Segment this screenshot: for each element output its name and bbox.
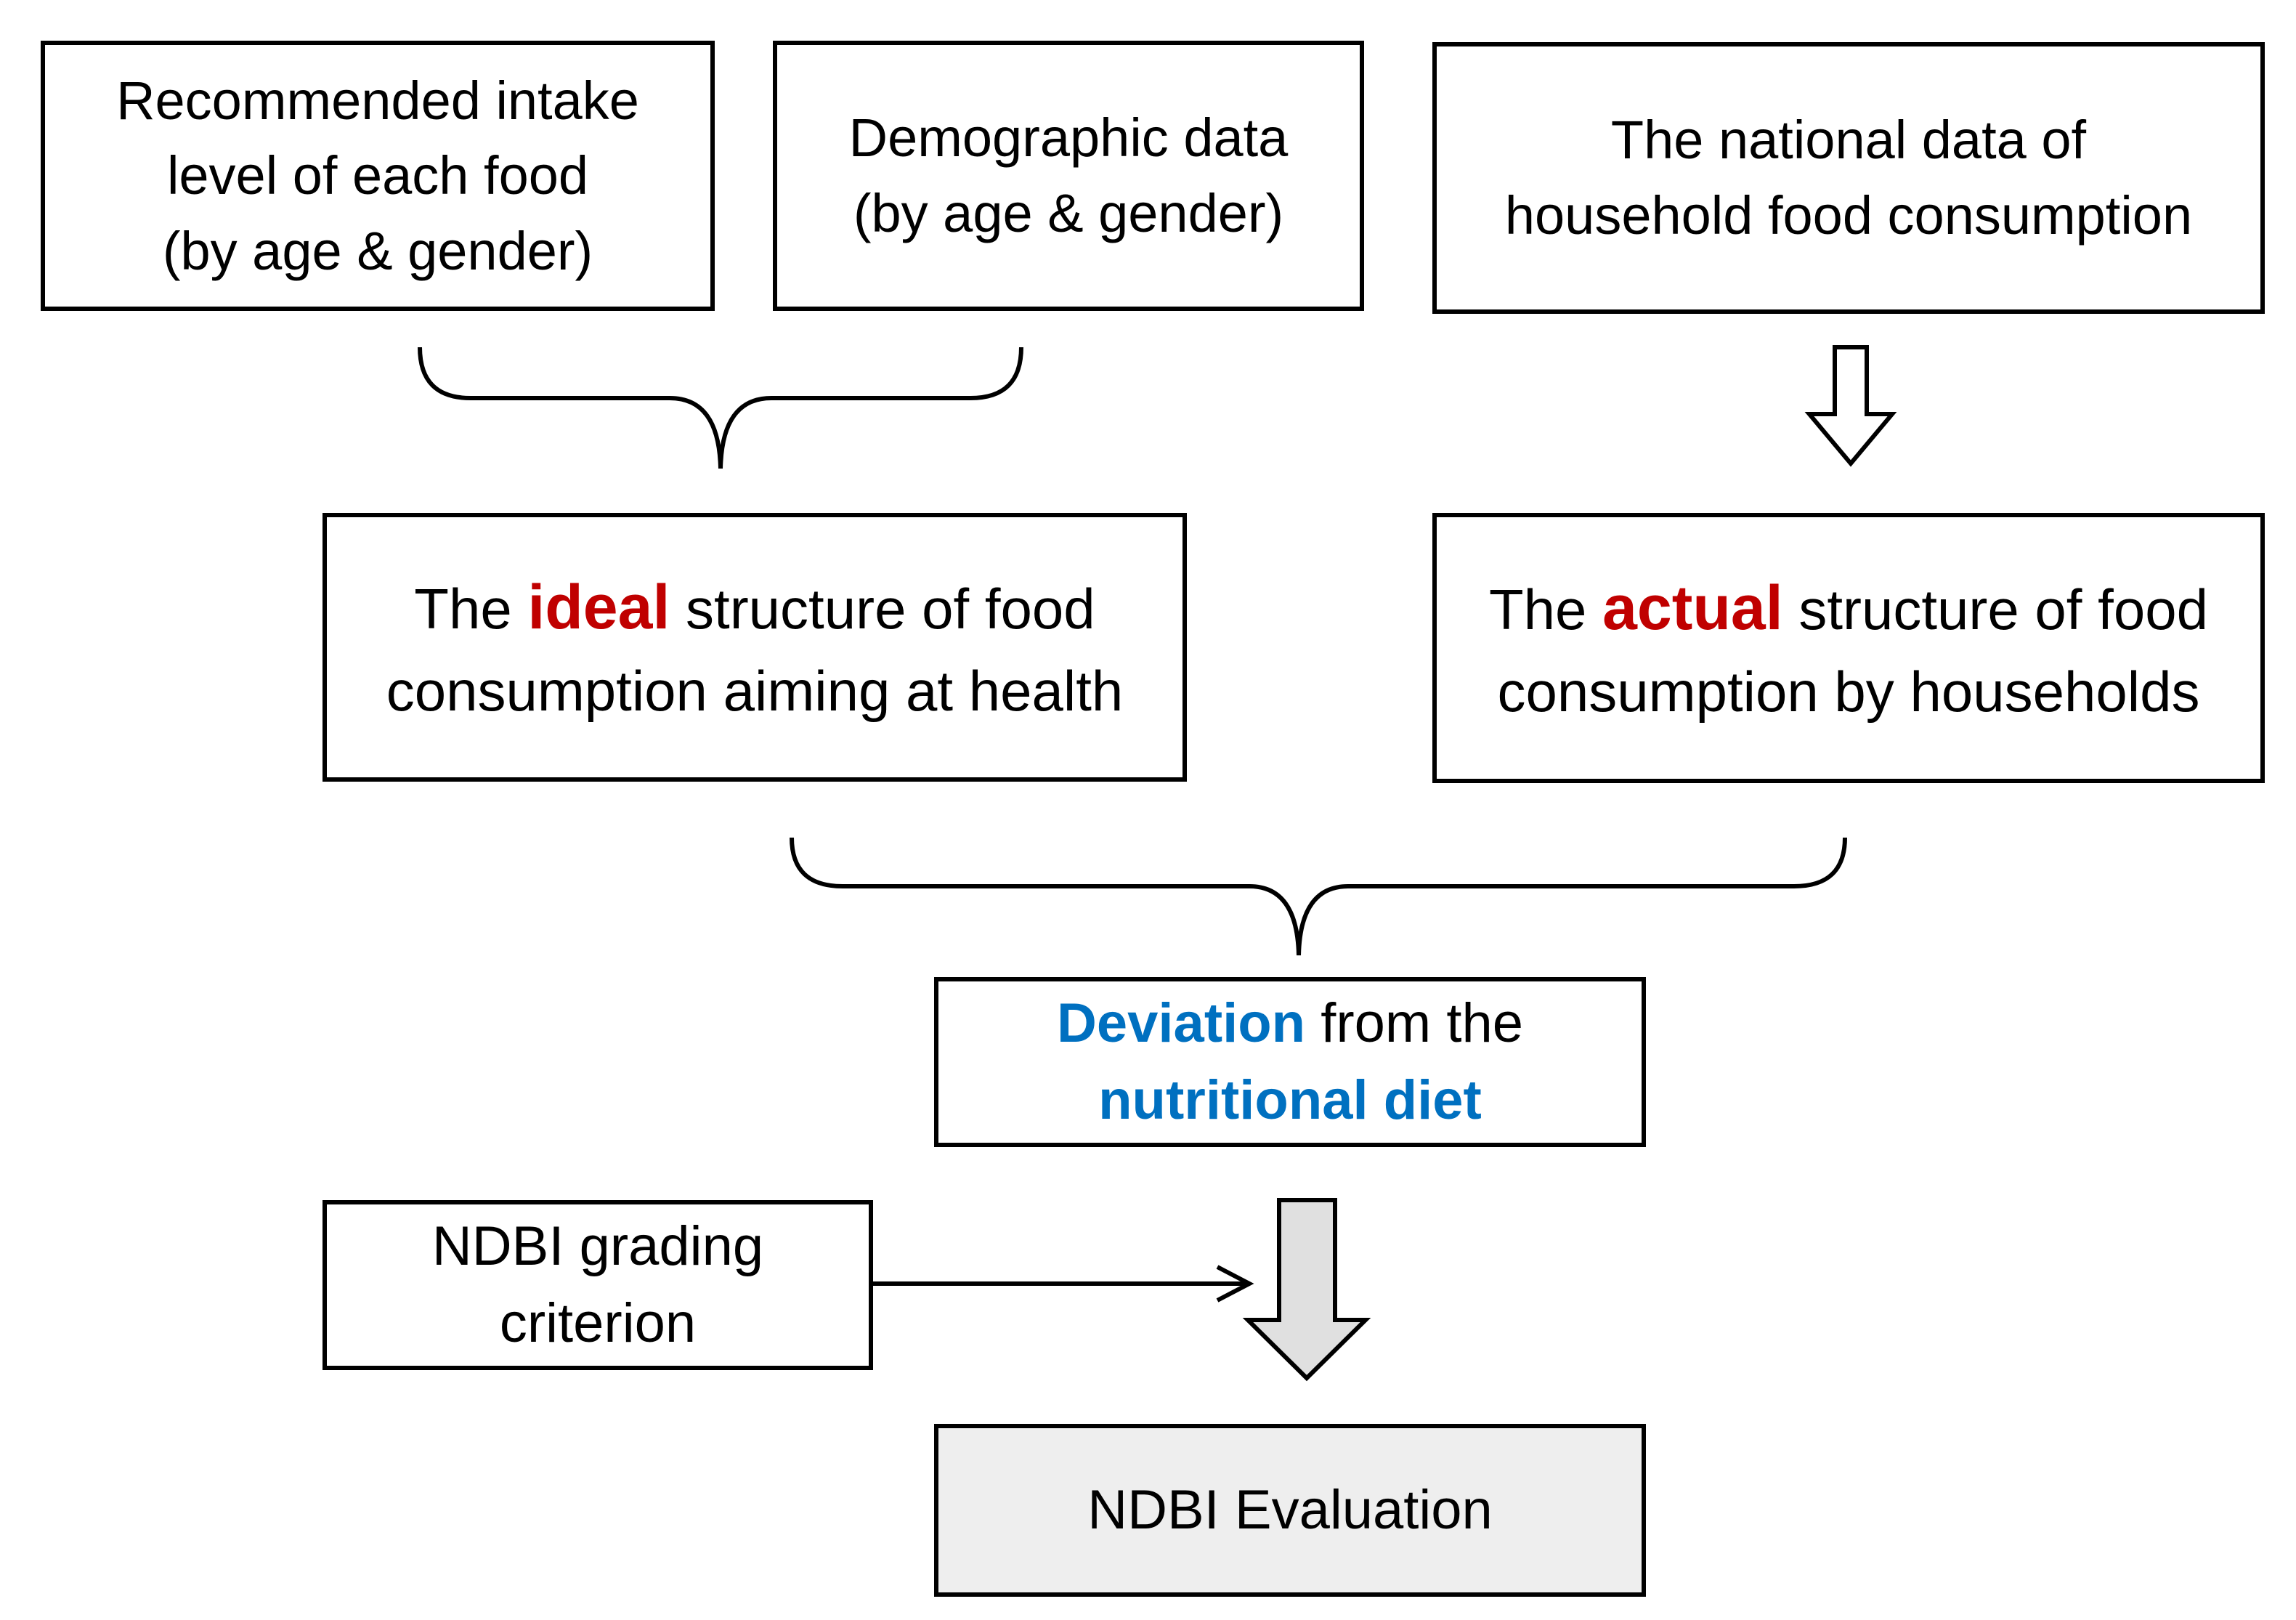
demographic-line1: Demographic data: [848, 108, 1289, 169]
actual-highlight: actual: [1602, 573, 1783, 644]
brace-middle: [790, 837, 1847, 956]
national-data-line1: The national data of: [1610, 110, 2087, 171]
ideal-highlight: ideal: [527, 572, 670, 643]
national-data-line2: household food consumption: [1504, 185, 2193, 246]
demographic-data-text: Demographic data (by age & gender): [849, 100, 1289, 251]
ideal-suffix: structure of food: [670, 577, 1095, 641]
ideal-structure-line2: consumption aiming at health: [386, 658, 1124, 723]
ideal-structure-box: The ideal structure of food consumption …: [323, 513, 1187, 782]
ndbi-grading-line1: NDBI grading: [431, 1215, 764, 1277]
hollow-arrow-down: [1804, 345, 1897, 467]
actual-structure-box: The actual structure of food consumption…: [1432, 513, 2265, 783]
national-data-box: The national data of household food cons…: [1432, 42, 2265, 314]
deviation-highlight: Deviation: [1057, 992, 1306, 1054]
demographic-line2: (by age & gender): [853, 183, 1284, 243]
deviation-line1: Deviation from the: [1057, 985, 1523, 1062]
actual-suffix: structure of food: [1782, 578, 2208, 642]
ndbi-evaluation-text: NDBI Evaluation: [1087, 1472, 1493, 1549]
actual-structure-line1: The actual structure of food: [1489, 564, 2208, 652]
ideal-prefix: The: [414, 577, 528, 641]
ndbi-grading-text: NDBI grading criterion: [432, 1208, 763, 1363]
ndbi-evaluation-box: NDBI Evaluation: [934, 1424, 1646, 1597]
deviation-from-the: from the: [1305, 992, 1523, 1054]
actual-structure-line2: consumption by households: [1497, 659, 2200, 724]
block-arrow-down: [1242, 1198, 1371, 1382]
actual-prefix: The: [1489, 578, 1603, 642]
brace-top-left: [418, 347, 1023, 469]
ideal-structure-line1: The ideal structure of food: [386, 564, 1124, 651]
deviation-text: Deviation from the nutritional diet: [1057, 985, 1523, 1140]
recommended-intake-box: Recommended intake level of each food (b…: [41, 41, 715, 311]
nutritional-diet-highlight: nutritional diet: [1098, 1069, 1482, 1131]
ndbi-grading-box: NDBI grading criterion: [323, 1200, 873, 1370]
recommended-intake-line2: level of each food: [166, 145, 589, 206]
national-data-text: The national data of household food cons…: [1505, 102, 2192, 253]
recommended-intake-line1: Recommended intake: [116, 70, 639, 131]
ndbi-evaluation-label: NDBI Evaluation: [1087, 1478, 1493, 1541]
recommended-intake-line3: (by age & gender): [162, 220, 593, 281]
deviation-box: Deviation from the nutritional diet: [934, 977, 1646, 1147]
recommended-intake-text: Recommended intake level of each food (b…: [116, 63, 639, 289]
ndbi-grading-line2: criterion: [499, 1292, 697, 1354]
actual-structure-text: The actual structure of food consumption…: [1489, 564, 2208, 732]
grading-arrow-head: [1216, 1265, 1254, 1303]
ideal-structure-text: The ideal structure of food consumption …: [386, 564, 1124, 731]
demographic-data-box: Demographic data (by age & gender): [773, 41, 1364, 311]
